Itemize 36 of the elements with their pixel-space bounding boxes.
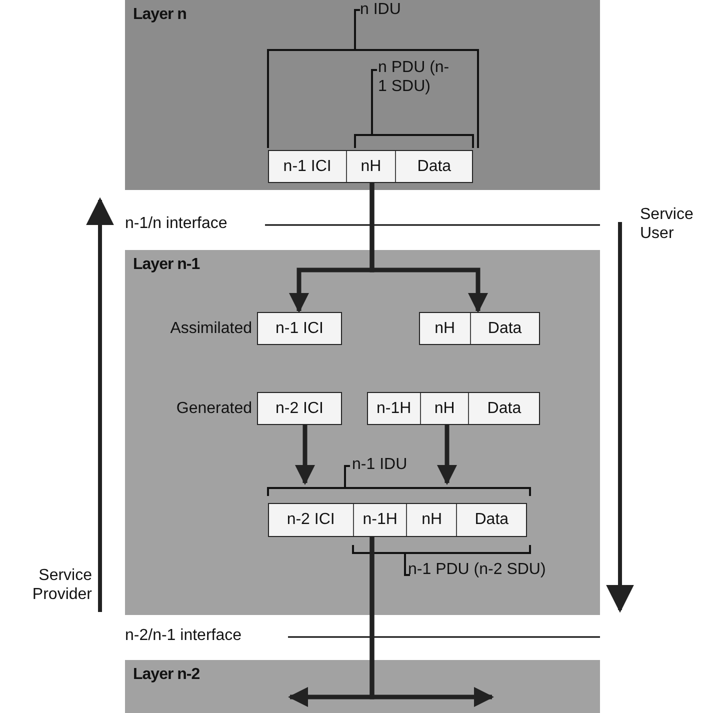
layer-title: Layer n [133, 6, 186, 24]
packet-field: n-1 ICI [269, 151, 346, 182]
layer-band [125, 250, 600, 615]
packet-field: nH [420, 313, 470, 344]
packet-field: n-1 ICI [258, 313, 341, 344]
arrow [436, 425, 458, 486]
packet-field: Data [470, 313, 539, 344]
packet-field: nH [346, 151, 396, 182]
text-label: Service User [640, 205, 694, 244]
text-label: Service Provider [31, 566, 92, 604]
packet-field: Data [456, 504, 526, 536]
packet-field: n-1H [368, 393, 420, 424]
packet-field: nH [420, 393, 468, 424]
packet-box [268, 150, 473, 183]
layer-band [125, 0, 600, 190]
arrow [370, 183, 488, 314]
packet-field: n-2 ICI [269, 504, 353, 536]
text-label: n PDU (n-1 SDU) [378, 58, 450, 96]
layer-title: Layer n-2 [133, 666, 200, 684]
text-label: n-1 IDU [352, 455, 408, 474]
layer-title: Layer n-1 [133, 256, 200, 274]
layer-band [125, 660, 600, 713]
arrow [370, 537, 494, 708]
packet-field: n-1H [352, 504, 406, 536]
arrow [294, 425, 316, 486]
packet-field: Data [395, 151, 472, 182]
packet-field: Data [468, 393, 539, 424]
packet-box [419, 312, 540, 345]
packet-field: n-2 ICI [258, 393, 341, 424]
text-label: n IDU [360, 0, 402, 20]
packet-box [367, 392, 540, 425]
packet-box [268, 503, 527, 537]
row-label: Generated [176, 400, 252, 418]
packet-field: nH [406, 504, 456, 536]
row-label: Assimilated [170, 320, 252, 338]
text-label: n-1 PDU (n-2 SDU) [408, 560, 547, 580]
